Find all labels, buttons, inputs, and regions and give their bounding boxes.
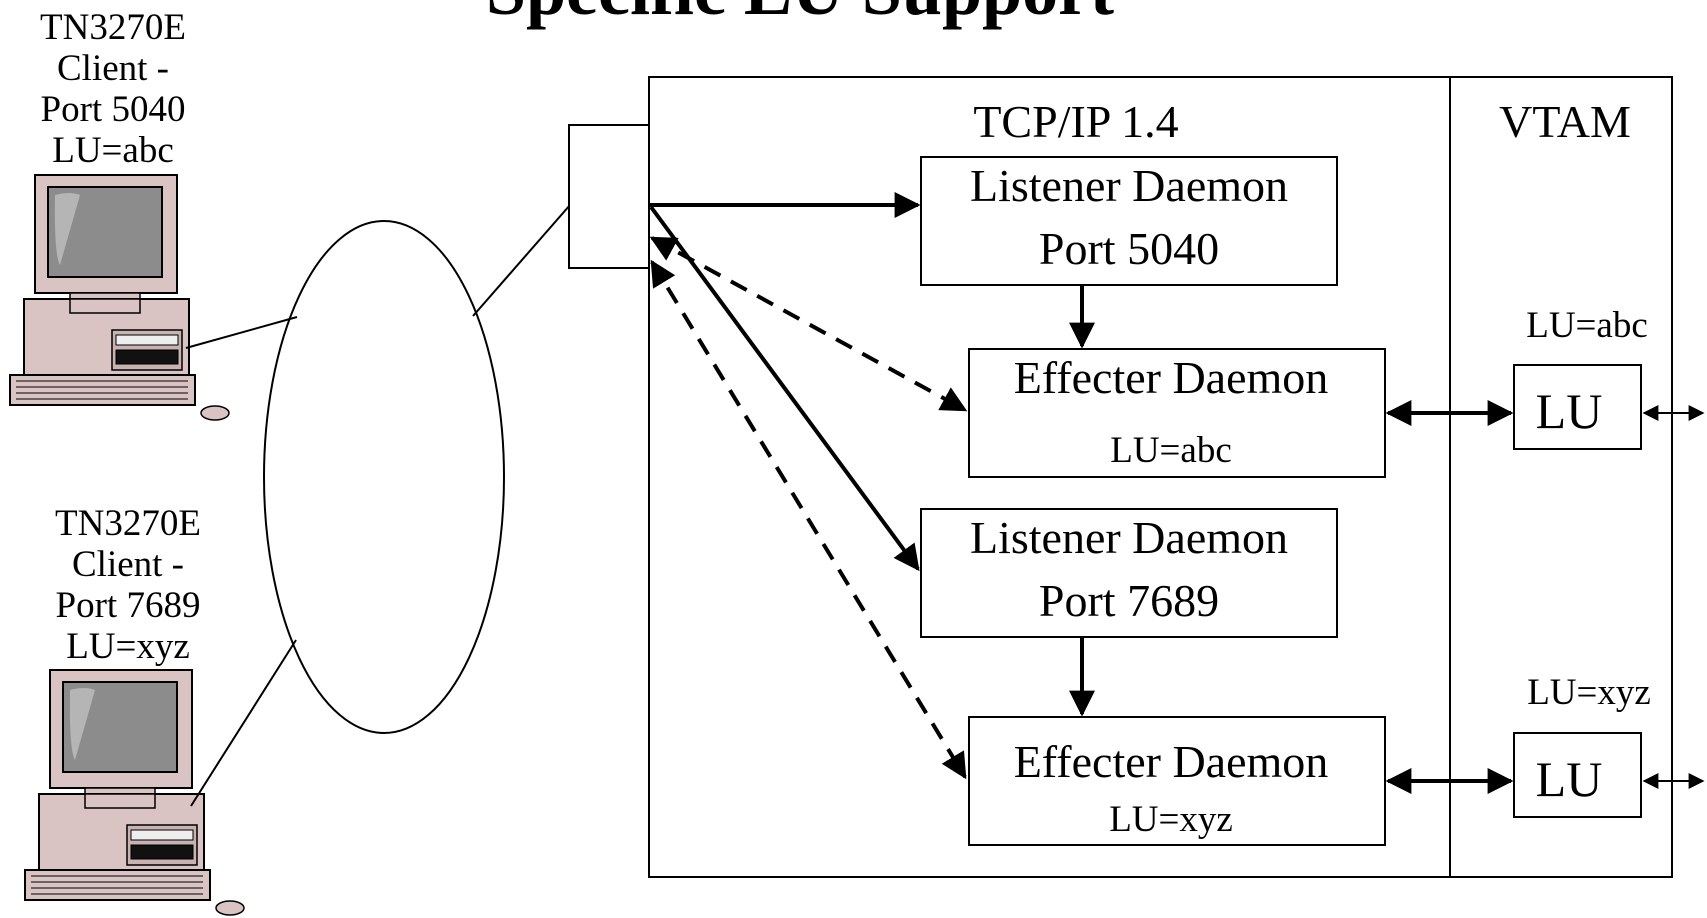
effecter-1-title: Effecter Daemon [1014,352,1329,403]
effecter-2-title: Effecter Daemon [1014,736,1329,787]
listener-1-port: Port 5040 [1039,223,1219,274]
port-box [568,124,650,269]
client-2-line-1: TN3270E [55,503,201,544]
network-ellipse [263,220,505,734]
listener-daemon-7689: Listener Daemon Port 7689 [920,508,1338,638]
listener-1-title: Listener Daemon [970,160,1288,211]
lu-abc-label: LU [1536,383,1603,439]
tcpip-label: TCP/IP 1.4 [973,96,1178,147]
client-1-line-2: Client - [57,48,169,89]
client-2-link [190,639,297,807]
computer-icon [24,669,245,916]
effecter-abc-dashed-arrow [649,236,968,412]
listener-2-title: Listener Daemon [970,512,1288,563]
diagram-title: Specific LU Support [486,0,1114,30]
effecter-xyz-dashed-arrow [650,259,967,780]
client-2-line-2: Client - [72,544,184,585]
listener-daemon-5040: Listener Daemon Port 5040 [920,156,1338,286]
client-1-line-4: LU=abc [52,130,174,171]
client-2-label: TN3270E Client - Port 7689 LU=xyz [55,503,201,667]
network-to-port-link [472,204,571,317]
host-box [648,76,1673,878]
vtam-label: VTAM [1499,96,1631,147]
lu-box-xyz: LU [1513,732,1642,818]
listener-2-port: Port 7689 [1039,575,1219,626]
client-2-line-3: Port 7689 [56,585,201,626]
lu-box-abc: LU [1513,364,1642,450]
client-1-line-3: Port 5040 [41,89,186,130]
lu-abc-caption: LU=abc [1526,305,1648,346]
effecter-2-lu: LU=xyz [1109,799,1233,840]
lu-xyz-caption: LU=xyz [1527,672,1651,713]
computer-icon [9,174,230,421]
client-1-line-1: TN3270E [40,7,186,48]
effecter-daemon-xyz: Effecter Daemon LU=xyz [968,716,1386,846]
lu-xyz-label: LU [1536,751,1603,807]
effecter-daemon-abc: Effecter Daemon LU=abc [968,348,1386,478]
effecter-1-lu: LU=abc [1110,430,1232,471]
client-1-label: TN3270E Client - Port 5040 LU=abc [40,7,186,171]
client-1-link [185,316,298,349]
client-2-line-4: LU=xyz [66,626,190,667]
